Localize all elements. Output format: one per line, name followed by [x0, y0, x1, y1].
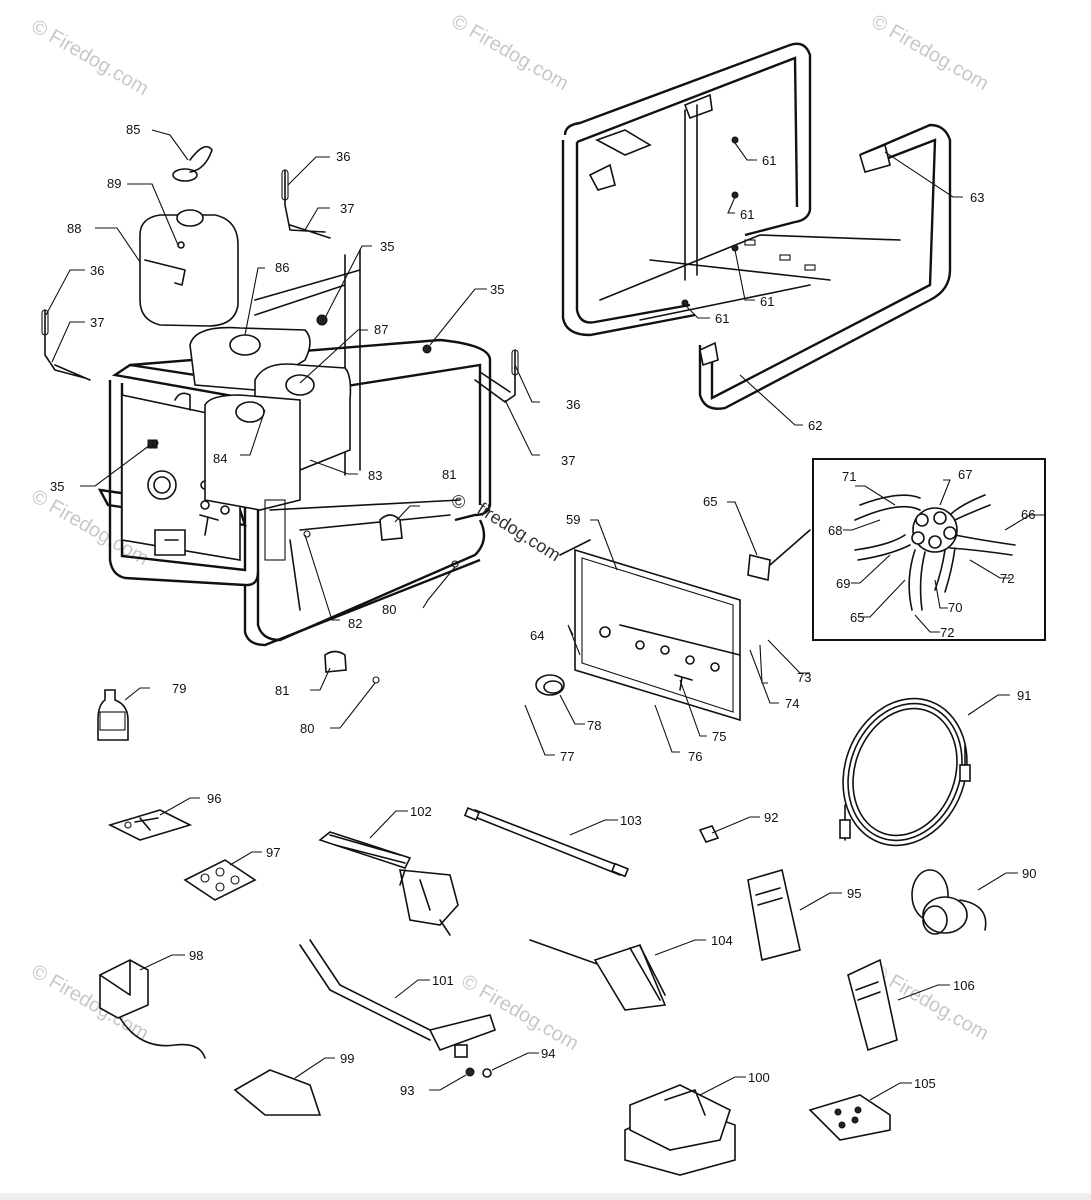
- label-62: 62: [808, 418, 822, 433]
- part-labels: 85 89 88 36 37 36 37 86 35 35 87 36 37 8…: [50, 122, 1036, 1098]
- watermark-center: firedog.com: [474, 498, 564, 565]
- label-37b: 37: [90, 315, 104, 330]
- label-78: 78: [587, 718, 601, 733]
- label-72b: 72: [940, 625, 954, 640]
- label-36a: 36: [336, 149, 350, 164]
- label-63: 63: [970, 190, 984, 205]
- label-76: 76: [688, 749, 702, 764]
- label-59: 59: [566, 512, 580, 527]
- high-pressure-hose: [839, 697, 971, 847]
- label-102: 102: [410, 804, 432, 819]
- label-92: 92: [764, 810, 778, 825]
- operators-manual: [747, 868, 801, 961]
- label-106: 106: [953, 978, 975, 993]
- label-104: 104: [711, 933, 733, 948]
- label-94: 94: [541, 1046, 555, 1061]
- quick-connect-nozzle: [698, 825, 720, 843]
- label-83: 83: [368, 468, 382, 483]
- label-96: 96: [207, 791, 221, 806]
- label-81b: 81: [275, 683, 289, 698]
- label-61c: 61: [760, 294, 774, 309]
- label-105: 105: [914, 1076, 936, 1091]
- o-ring: [465, 1067, 475, 1077]
- label-87: 87: [374, 322, 388, 337]
- spray-wand: [463, 807, 630, 878]
- scrub-brush: [529, 939, 667, 1011]
- label-74: 74: [785, 696, 799, 711]
- label-35c: 35: [50, 479, 64, 494]
- tank-cap: [172, 145, 213, 182]
- extension-wand: [299, 939, 497, 1058]
- label-90: 90: [1022, 866, 1036, 881]
- watermark-top-right: © Firedog.com: [868, 10, 993, 95]
- leader-lines: [45, 129, 1045, 1101]
- battery-charger: [99, 959, 206, 1059]
- label-100: 100: [748, 1070, 770, 1085]
- repair-kit-packs: [624, 1084, 736, 1176]
- label-84: 84: [213, 451, 227, 466]
- watermark-top-left: © Firedog.com: [28, 15, 153, 100]
- watermark-center-mark: ©: [452, 492, 465, 512]
- label-82: 82: [348, 616, 362, 631]
- label-64: 64: [530, 628, 544, 643]
- label-89: 89: [107, 176, 121, 191]
- label-70: 70: [948, 600, 962, 615]
- label-61b: 61: [740, 207, 754, 222]
- label-65b: 65: [850, 610, 864, 625]
- label-65a: 65: [703, 494, 717, 509]
- label-37c: 37: [561, 453, 575, 468]
- spray-tip-card: [107, 809, 193, 841]
- label-36b: 36: [90, 263, 104, 278]
- oil-bottle: [97, 689, 129, 741]
- label-67: 67: [958, 467, 972, 482]
- washer: [482, 1068, 492, 1078]
- control-panel: [535, 529, 811, 722]
- base-frame: [561, 42, 952, 410]
- spray-gun: [318, 831, 459, 936]
- label-86: 86: [275, 260, 289, 275]
- label-81a: 81: [442, 467, 456, 482]
- label-61d: 61: [715, 311, 729, 326]
- label-37a: 37: [340, 201, 354, 216]
- pump-detail-inset: [812, 458, 1046, 641]
- quick-start-guide: [847, 958, 898, 1052]
- label-77: 77: [560, 749, 574, 764]
- label-71: 71: [842, 469, 856, 484]
- label-35b: 35: [490, 282, 504, 297]
- detergent-tank: [139, 209, 239, 327]
- label-99: 99: [340, 1051, 354, 1066]
- label-103: 103: [620, 813, 642, 828]
- label-36c: 36: [566, 397, 580, 412]
- safety-goggles: [911, 869, 987, 935]
- label-80b: 80: [300, 721, 314, 736]
- parts-bag: [233, 1069, 322, 1116]
- label-61a: 61: [762, 153, 776, 168]
- watermark-bottom-center: © Firedog.com: [458, 970, 583, 1055]
- label-101: 101: [432, 973, 454, 988]
- label-35a: 35: [380, 239, 394, 254]
- label-95: 95: [847, 886, 861, 901]
- hardware-bag: [808, 1094, 891, 1141]
- label-79: 79: [172, 681, 186, 696]
- label-68: 68: [828, 523, 842, 538]
- label-66: 66: [1021, 507, 1035, 522]
- label-73: 73: [797, 670, 811, 685]
- label-98: 98: [189, 948, 203, 963]
- pressure-washer-frame-assembly: [41, 169, 519, 684]
- label-80a: 80: [382, 602, 396, 617]
- label-75: 75: [712, 729, 726, 744]
- label-69: 69: [836, 576, 850, 591]
- bottom-bar: [0, 1193, 1091, 1200]
- label-85: 85: [126, 122, 140, 137]
- label-93: 93: [400, 1083, 414, 1098]
- label-88: 88: [67, 221, 81, 236]
- watermark-top-center: © Firedog.com: [448, 10, 573, 95]
- label-97: 97: [266, 845, 280, 860]
- label-72a: 72: [1000, 571, 1014, 586]
- nozzle-tip-pack: [183, 859, 257, 901]
- label-91: 91: [1017, 688, 1031, 703]
